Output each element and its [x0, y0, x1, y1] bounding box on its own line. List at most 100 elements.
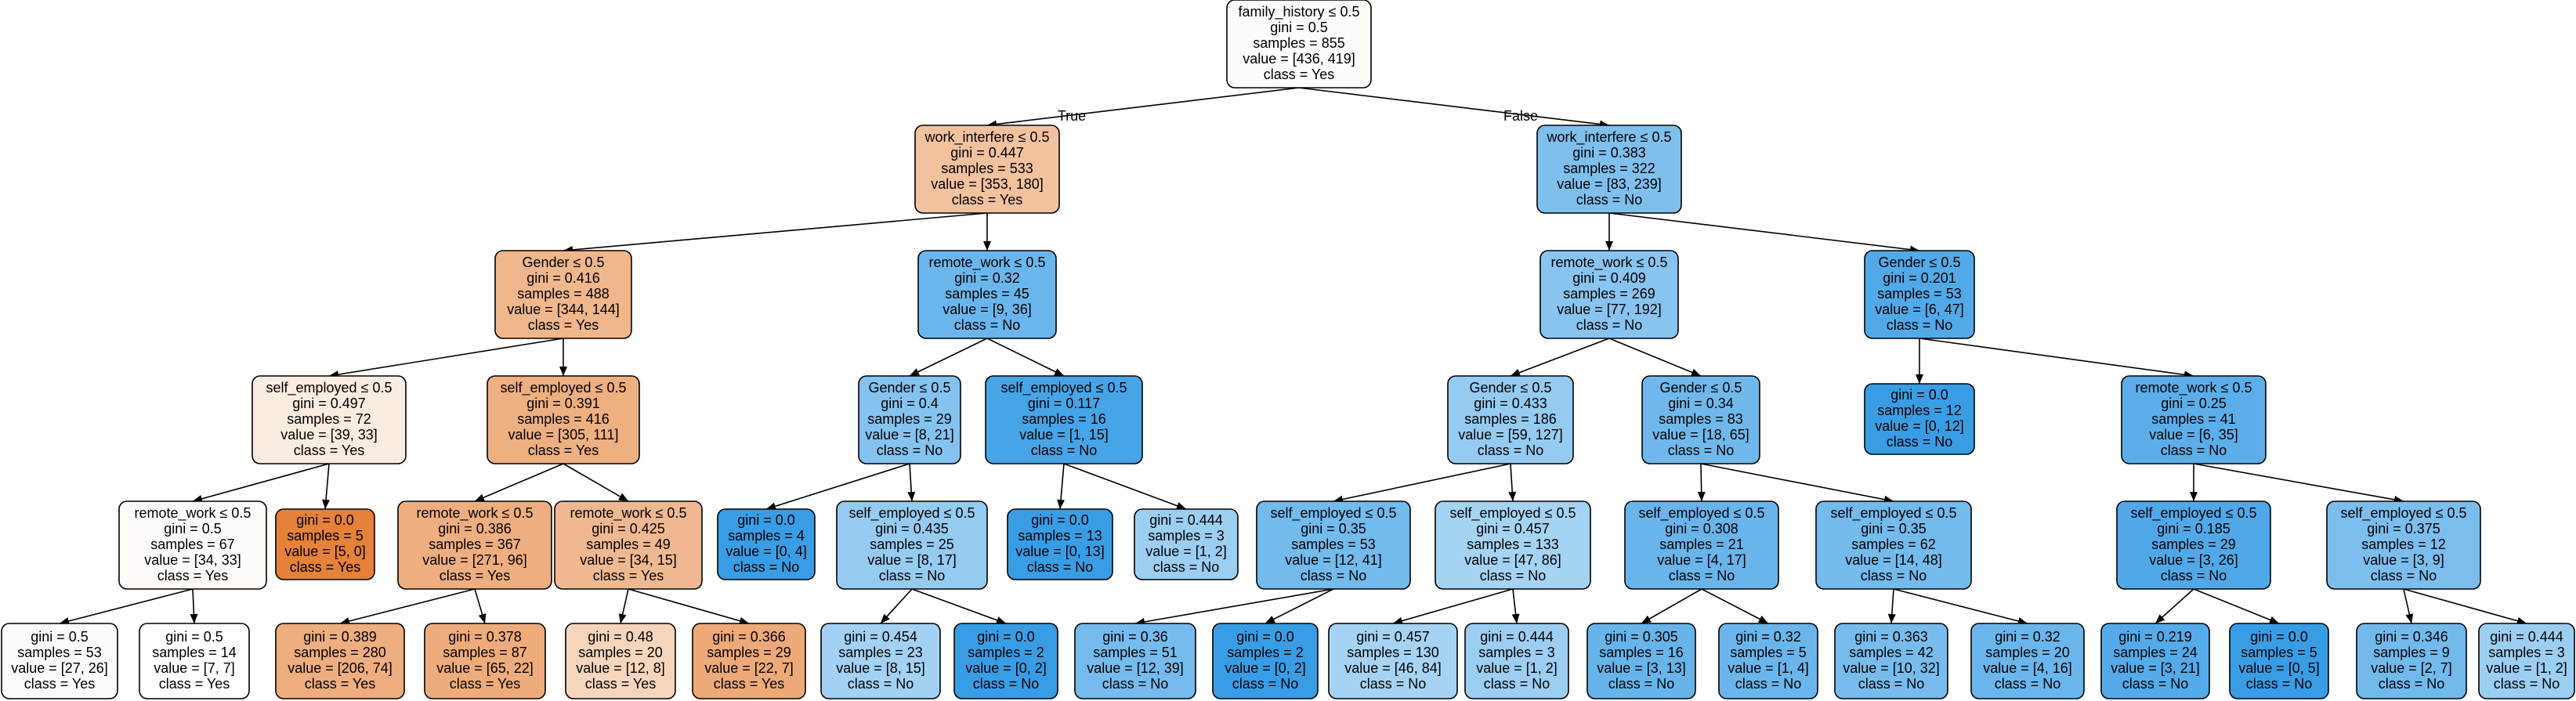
node-line: samples = 269 — [1563, 286, 1655, 302]
node-line: class = Yes — [294, 443, 365, 458]
node-line: value = [27, 26] — [11, 660, 108, 676]
edge-line — [1700, 463, 1894, 502]
node-line: class = Yes — [952, 192, 1023, 208]
edge-line — [1510, 338, 1610, 377]
node-line: class = Yes — [440, 568, 511, 584]
node-line: value = [3, 21] — [2111, 660, 2200, 676]
node-line: class = No — [973, 676, 1040, 692]
node-line: samples = 72 — [287, 411, 371, 427]
edge-arrowhead — [618, 613, 627, 623]
node-box — [820, 623, 941, 699]
tree-edge — [628, 588, 750, 625]
node-line: value = [1, 2] — [2486, 660, 2567, 676]
node-line: self_employed ≤ 0.5 — [2131, 505, 2257, 522]
node-box — [565, 623, 676, 699]
edge-arrowhead — [2269, 616, 2279, 624]
tree-edge — [1063, 463, 1187, 510]
node-line: class = No — [1576, 192, 1643, 208]
node-line: samples = 12 — [2361, 537, 2446, 552]
node-line: samples = 20 — [1985, 645, 2070, 660]
node-box — [487, 375, 640, 464]
node-line: class = No — [1360, 676, 1427, 692]
node-line: gini = 0.32 — [1995, 629, 2060, 645]
node-box — [1834, 623, 1948, 699]
node-line: gini = 0.383 — [1572, 145, 1646, 161]
node-line: value = [1, 4] — [1728, 660, 1809, 676]
node-line: samples = 23 — [838, 645, 923, 660]
node-line: class = Yes — [24, 676, 96, 692]
node-line: value = [0, 5] — [2238, 660, 2320, 676]
node-line: samples = 5 — [287, 528, 364, 544]
node-line: class = No — [1153, 559, 1220, 575]
node-line: value = [10, 32] — [1843, 660, 1940, 676]
node-box — [2478, 623, 2575, 699]
node-line: samples = 488 — [517, 286, 610, 302]
edge-arrowhead — [1265, 616, 1275, 623]
node-line: gini = 0.34 — [1668, 396, 1734, 411]
tree-edge — [911, 588, 1007, 624]
node-line: value = [39, 33] — [280, 427, 378, 443]
edge-line — [328, 338, 564, 377]
node-line: class = Yes — [1264, 67, 1335, 82]
node-line: class = Yes — [593, 568, 664, 584]
node-line: samples = 367 — [429, 537, 521, 552]
node-line: value = [8, 21] — [865, 427, 954, 443]
tree-edge — [1893, 588, 2028, 625]
edge-arrowhead — [1697, 491, 1706, 501]
node-box — [1864, 250, 1975, 339]
node-line: value = [0, 2] — [965, 660, 1047, 676]
node-line: gini = 0.25 — [2161, 396, 2227, 411]
node-line: gini = 0.433 — [1474, 396, 1547, 411]
tree-edge — [1701, 588, 1769, 624]
node-line: work_interfere ≤ 0.5 — [1547, 129, 1672, 146]
node-line: gini = 0.386 — [438, 521, 512, 537]
node-line: samples = 416 — [517, 411, 610, 427]
node-line: class = No — [2371, 568, 2437, 584]
node-box — [275, 508, 375, 580]
node-line: self_employed ≤ 0.5 — [1639, 505, 1765, 522]
node-line: samples = 2 — [1227, 645, 1304, 660]
node-line: work_interfere ≤ 0.5 — [924, 129, 1050, 146]
tree-edge — [474, 588, 487, 624]
node-line: samples = 855 — [1253, 35, 1345, 51]
node-line: samples = 3 — [1148, 528, 1225, 544]
edge-line — [1608, 338, 1702, 377]
node-box — [139, 623, 250, 699]
node-line: gini = 0.219 — [2118, 629, 2192, 645]
node-box — [1007, 508, 1113, 580]
node-line: value = [353, 180] — [931, 176, 1044, 192]
edge-line — [2403, 588, 2527, 624]
node-line: gini = 0.416 — [526, 270, 600, 286]
node-line: samples = 322 — [1563, 161, 1655, 176]
node-line: class = No — [877, 443, 943, 458]
tree-edge — [339, 588, 476, 625]
node-line: remote_work ≤ 0.5 — [135, 505, 251, 522]
node-box — [2326, 500, 2481, 590]
node-line: value = [65, 22] — [436, 660, 534, 676]
node-line: remote_work ≤ 0.5 — [929, 255, 1046, 271]
node-line: self_employed ≤ 0.5 — [266, 380, 393, 396]
node-line: samples = 49 — [586, 537, 671, 552]
tree-edge — [328, 338, 564, 379]
node-box — [1134, 508, 1239, 580]
node-box — [1212, 623, 1319, 699]
node-line: samples = 4 — [728, 528, 805, 544]
edge-arrowhead — [190, 613, 198, 623]
node-line: samples = 45 — [945, 286, 1029, 302]
